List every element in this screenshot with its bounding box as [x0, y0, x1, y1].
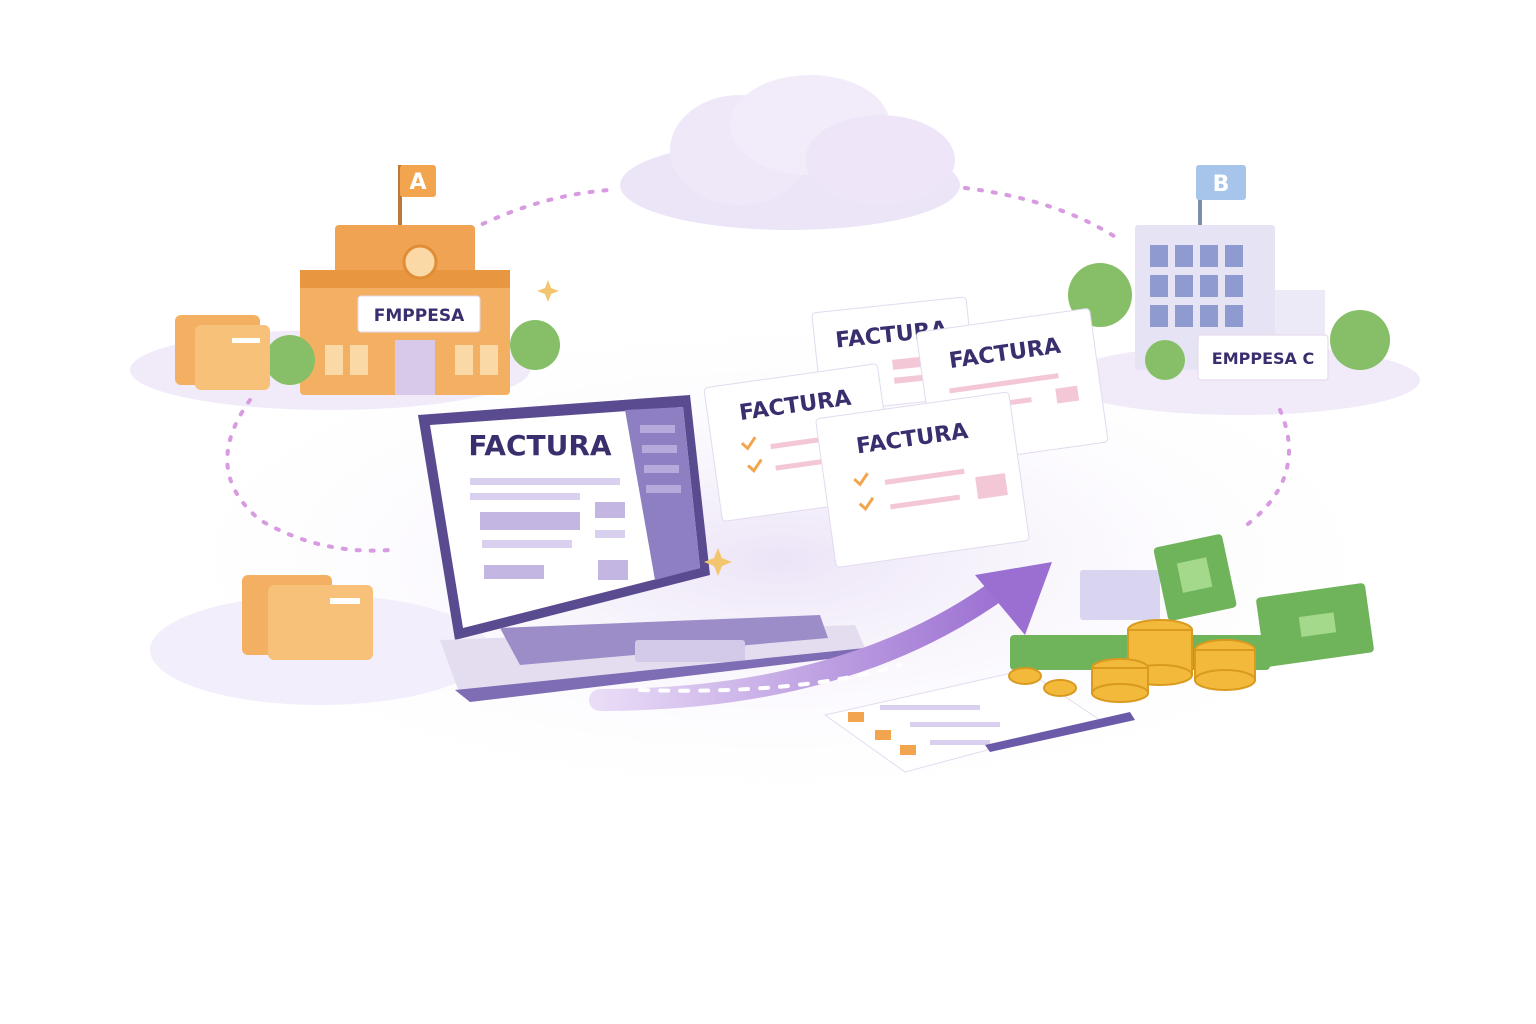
laptop-screen-title: FACTURA	[468, 429, 612, 462]
sparkle-icon	[537, 280, 732, 576]
invoice-document: FACTURA	[815, 391, 1030, 568]
company-b-sign: EMPPESA C	[1212, 349, 1314, 368]
folder-icon	[242, 575, 373, 660]
check-icon	[853, 472, 875, 512]
document-with-pen	[823, 669, 1135, 773]
laptop: FACTURA	[418, 395, 865, 702]
company-b-flag-label: B	[1213, 172, 1230, 197]
transfer-arrow	[589, 562, 1052, 711]
coins	[1008, 619, 1256, 703]
check-icon	[740, 436, 763, 473]
cloud	[620, 75, 960, 230]
pen-icon	[985, 712, 1135, 752]
invoice-lines	[470, 478, 628, 580]
company-a-flag-label: A	[409, 170, 426, 195]
folder-icon	[175, 315, 270, 390]
company-a-sign: FMPPESA	[374, 306, 465, 326]
dotted-connection	[225, 186, 1291, 553]
money-stack	[1010, 534, 1374, 670]
company-a-flag	[400, 165, 436, 197]
company-b-flag	[1196, 165, 1246, 200]
company-a-building: A FMPPESA	[265, 165, 560, 395]
